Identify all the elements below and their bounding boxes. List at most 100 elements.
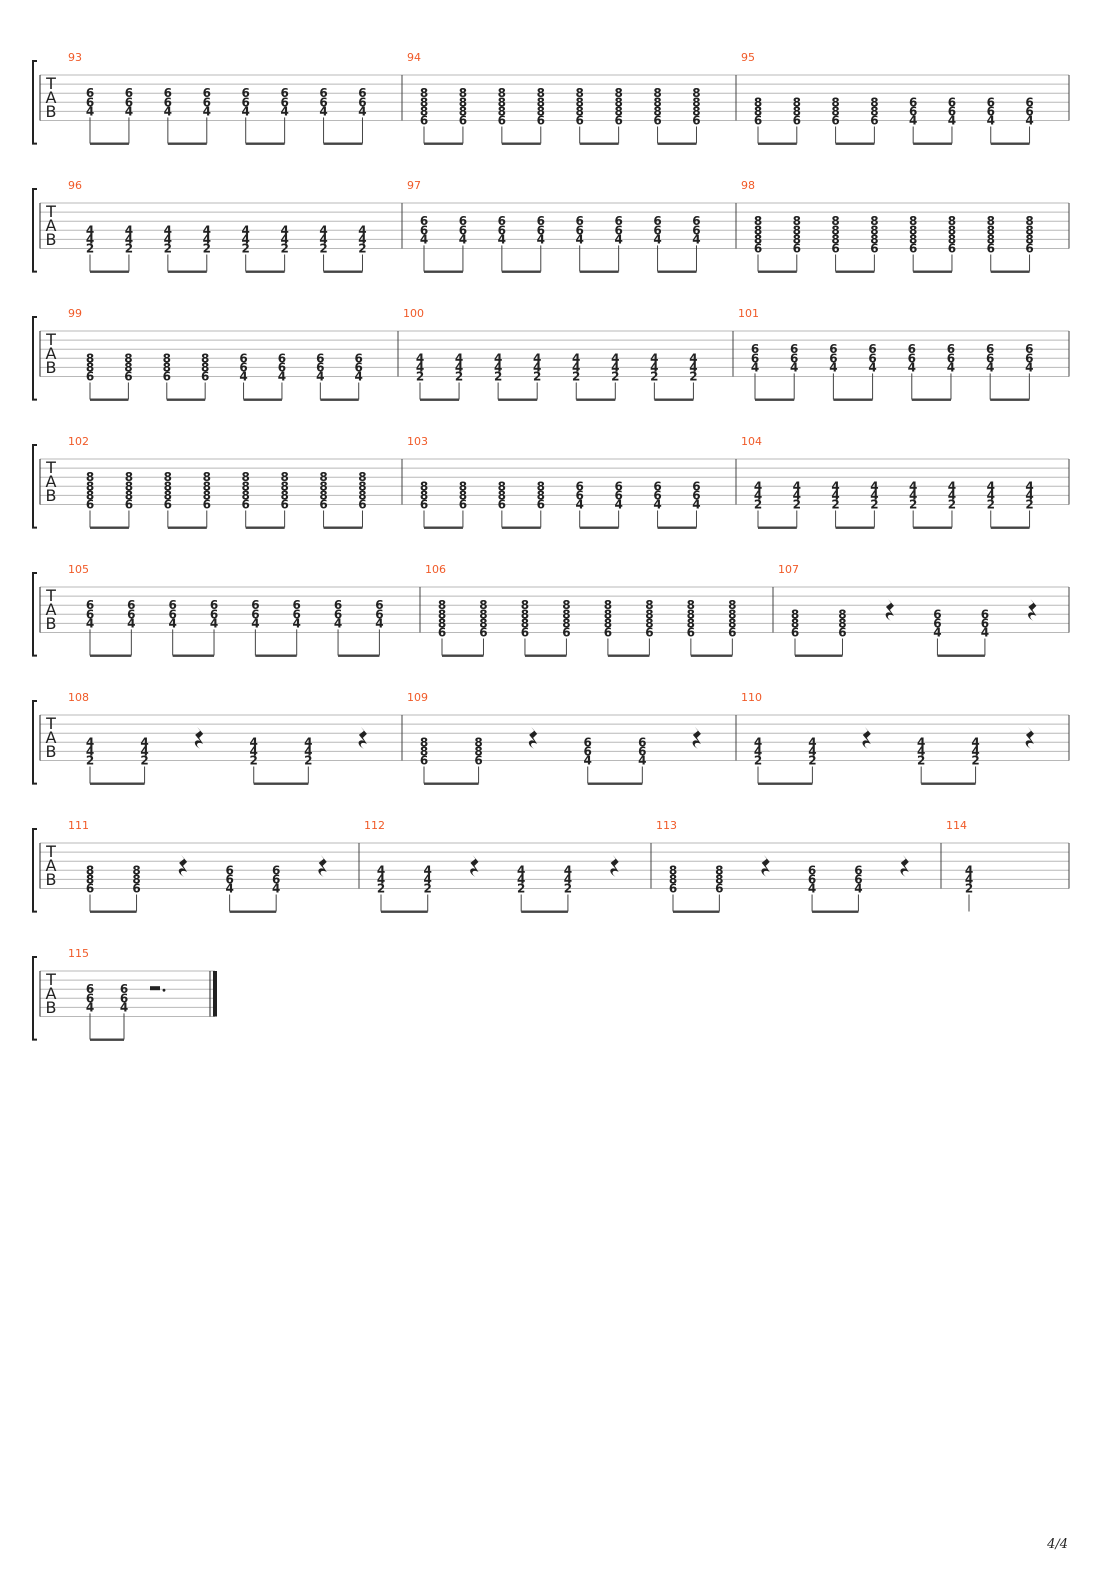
fret-number: 8 [793, 223, 801, 237]
fret-number: 8 [669, 863, 677, 877]
tab-clef-letter: T [45, 202, 56, 221]
fret-number: 2 [533, 370, 541, 384]
fret-number: 6 [319, 95, 327, 109]
fret-number: 6 [831, 114, 839, 128]
beam [657, 142, 697, 145]
chord: 664 [808, 863, 816, 912]
fret-number: 4 [572, 360, 580, 374]
chord: 664 [420, 214, 428, 272]
fret-number: 6 [316, 351, 324, 365]
measure-number: 100 [403, 307, 424, 320]
fret-number: 8 [645, 607, 653, 621]
fret-number: 6 [987, 242, 995, 256]
fret-number: 6 [169, 607, 177, 621]
chord: 664 [164, 86, 172, 144]
chord: 664 [120, 982, 128, 1040]
tab-clef-letter: A [46, 472, 57, 491]
system-bracket [32, 316, 37, 401]
fret-number: 8 [715, 872, 723, 886]
fret-number: 4 [584, 754, 592, 768]
fret-number: 4 [909, 479, 917, 493]
fret-number: 6 [210, 598, 218, 612]
chord: 664 [319, 86, 328, 144]
fret-number: 4 [86, 616, 94, 630]
fret-number: 6 [614, 488, 622, 502]
fret-number: 4 [933, 626, 941, 640]
fret-number: 6 [576, 114, 584, 128]
measure-number: 112 [364, 819, 385, 832]
chord: 664 [242, 86, 250, 144]
fret-number: 8 [754, 214, 762, 228]
fret-number: 8 [870, 223, 878, 237]
fret-number: 6 [420, 214, 428, 228]
fret-number: 6 [358, 95, 366, 109]
chord: 442 [870, 479, 879, 528]
fret-number: 8 [521, 598, 529, 612]
fret-number: 6 [537, 214, 545, 228]
fret-number: 4 [611, 351, 619, 365]
fret-number: 6 [793, 242, 801, 256]
fret-number: 6 [375, 607, 383, 621]
fret-number: 4 [120, 1000, 128, 1014]
measure-number: 105 [68, 563, 89, 576]
fret-number: 4 [948, 488, 956, 502]
fret-number: 6 [986, 351, 994, 365]
fret-number: 2 [831, 498, 839, 512]
fret-number: 6 [132, 882, 140, 896]
chord: 442 [965, 863, 973, 912]
fret-number: 4 [790, 360, 798, 374]
quarter-rest [900, 854, 909, 877]
measure-number: 114 [946, 819, 967, 832]
fret-number: 6 [909, 95, 917, 109]
beam [424, 782, 479, 785]
fret-number: 6 [751, 351, 759, 365]
beam [913, 526, 952, 529]
fret-number: 8 [754, 223, 762, 237]
fret-number: 8 [86, 360, 94, 374]
fret-number: 6 [169, 598, 177, 612]
fret-number: 6 [829, 342, 837, 356]
beam [835, 142, 875, 145]
beam [501, 526, 541, 529]
fret-number: 6 [420, 754, 428, 768]
beam [90, 526, 129, 529]
fret-number: 6 [791, 626, 799, 640]
fret-number: 6 [251, 607, 259, 621]
fret-number: 4 [564, 872, 572, 886]
chord: 442 [125, 223, 133, 272]
fret-number: 4 [808, 744, 816, 758]
chord: 442 [455, 351, 463, 400]
tab-clef-letter: T [45, 586, 56, 605]
fret-number: 4 [416, 360, 424, 374]
fret-number: 4 [517, 863, 525, 877]
measure-number: 110 [741, 691, 762, 704]
quarter-rest-glyph [900, 854, 909, 877]
fret-number: 8 [791, 616, 799, 630]
chord: 442 [416, 351, 424, 400]
fret-number: 8 [132, 872, 140, 886]
fret-number: 6 [278, 360, 286, 374]
fret-number: 8 [604, 616, 612, 630]
chord: 664 [908, 342, 916, 400]
fret-number: 8 [948, 232, 956, 246]
measure-number: 93 [68, 51, 82, 64]
fret-number: 4 [1025, 479, 1033, 493]
fret-number: 8 [242, 470, 250, 484]
fret-number: 6 [239, 360, 247, 374]
fret-number: 2 [280, 242, 288, 256]
beam [657, 526, 697, 529]
fret-number: 6 [793, 114, 801, 128]
chord: 664 [1025, 342, 1034, 400]
fret-number: 8 [645, 598, 653, 612]
chord: 664 [498, 214, 506, 272]
fret-number: 2 [304, 754, 312, 768]
fret-number: 8 [358, 470, 366, 484]
fret-number: 4 [125, 232, 133, 246]
chord: 442 [754, 479, 762, 528]
